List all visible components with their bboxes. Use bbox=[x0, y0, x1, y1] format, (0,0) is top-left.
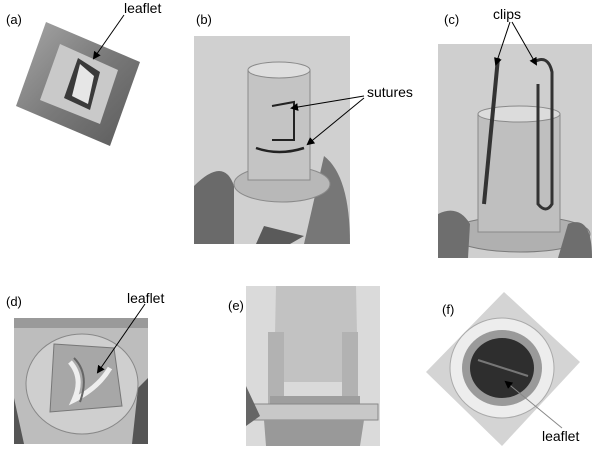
clips-annotation: clips bbox=[493, 6, 522, 22]
panel-d-label: (d) bbox=[6, 294, 22, 309]
valve-photo-a bbox=[16, 22, 140, 146]
panel-a-label: (a) bbox=[6, 12, 22, 27]
valve-photo-d bbox=[14, 318, 148, 444]
sutures-annotation: sutures bbox=[367, 84, 413, 100]
valve-photo-f bbox=[426, 292, 580, 446]
leaflet-annotation-d: leaflet bbox=[127, 290, 165, 306]
valve-photo-b bbox=[194, 36, 350, 244]
panel-e-label: (e) bbox=[228, 298, 244, 313]
panel-f-label: (f) bbox=[442, 302, 455, 317]
leaflet-annotation-f: leaflet bbox=[542, 428, 580, 444]
leaflet-annotation-a: leaflet bbox=[124, 0, 162, 16]
valve-photo-e bbox=[246, 286, 380, 446]
valve-photo-c bbox=[438, 44, 592, 258]
panel-b-label: (b) bbox=[196, 12, 212, 27]
panel-c-label: (c) bbox=[444, 12, 460, 27]
